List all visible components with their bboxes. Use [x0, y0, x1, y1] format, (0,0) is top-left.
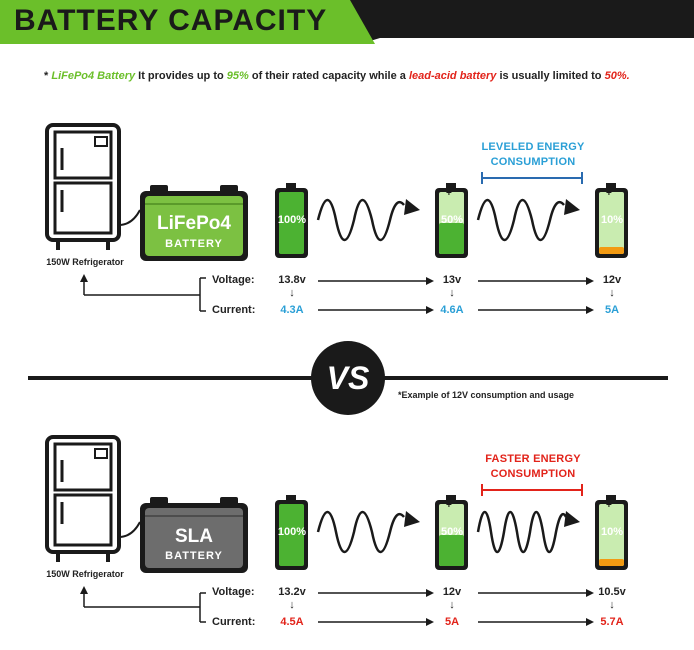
top-voltage-label: Voltage: — [212, 274, 255, 286]
bottom-current-1: 4.5A — [280, 616, 304, 628]
top-current-1: 4.3A — [280, 304, 304, 316]
vs-note: *Example of 12V consumption and usage — [398, 390, 575, 400]
bottom-wave-arrow-1 — [316, 510, 405, 554]
bottom-cell-50-plus: + — [446, 500, 452, 511]
bottom-battery-sub: BATTERY — [165, 550, 223, 562]
top-voltage-2: 13v — [442, 274, 462, 286]
top-down-arrow-3: ↓ — [609, 287, 615, 299]
top-current-2: 4.6A — [440, 304, 464, 316]
bottom-down-arrow-2: ↓ — [449, 599, 455, 611]
bottom-cell-10-label: 10% — [600, 526, 624, 538]
top-feedback-bracket — [83, 277, 206, 312]
bottom-feedback-bracket — [83, 590, 206, 623]
top-current-3: 5A — [604, 304, 620, 316]
intro-text-3: is usually limited to — [496, 70, 605, 82]
title-banner — [0, 0, 694, 44]
bottom-wave-arrow-2 — [476, 510, 568, 554]
intro-lead-acid: lead-acid battery — [408, 70, 497, 82]
top-energy-label-2: CONSUMPTION — [490, 156, 576, 168]
bottom-voltage-3: 10.5v — [598, 586, 626, 598]
top-cell-50-plus: + — [446, 188, 452, 199]
bottom-down-arrow-3: ↓ — [609, 599, 615, 611]
bottom-cell-100-label: 100% — [277, 526, 307, 538]
bottom-current-2: 5A — [444, 616, 460, 628]
intro-text: * LiFePo4 Battery It provides up to 95% … — [44, 70, 684, 82]
bottom-voltage-2: 12v — [442, 586, 462, 598]
top-down-arrow-2: ↓ — [449, 287, 455, 299]
bottom-current-3: 5.7A — [600, 616, 624, 628]
bottom-energy-label-1: FASTER ENERGY — [485, 453, 581, 465]
bottom-current-label: Current: — [212, 616, 256, 628]
refrigerator-icon — [45, 123, 121, 250]
top-wave-arrow-2 — [476, 198, 565, 242]
top-cell-50-label: 50% — [440, 214, 464, 226]
intro-pct50: 50%. — [604, 70, 630, 82]
bottom-fridge-caption: 150W Refrigerator — [46, 569, 124, 579]
top-voltage-3: 12v — [602, 274, 622, 286]
vs-label: VS — [326, 360, 370, 396]
top-cell-10-plus: + — [606, 188, 612, 199]
bottom-cell-10-plus: + — [606, 500, 612, 511]
top-cell-100-label: 100% — [277, 214, 307, 226]
top-cell-10-label: 10% — [600, 214, 624, 226]
intro-lifepo4: LiFePo4 Battery — [51, 70, 136, 82]
intro-text-2: of their rated capacity while a — [248, 70, 409, 82]
top-battery-sub: BATTERY — [165, 238, 223, 250]
intro-text-1: It provides up to — [135, 70, 227, 82]
bottom-voltage-label: Voltage: — [212, 586, 255, 598]
refrigerator-icon-bottom — [45, 435, 121, 562]
intro-pct95: 95% — [226, 70, 249, 82]
bottom-battery-title: SLA — [175, 526, 213, 547]
top-energy-bracket — [481, 172, 583, 184]
bottom-energy-bracket — [481, 484, 583, 496]
bottom-voltage-1: 13.2v — [278, 586, 306, 598]
bottom-cell-50-label: 50% — [440, 526, 464, 538]
top-voltage-1: 13.8v — [278, 274, 306, 286]
top-fridge-caption: 150W Refrigerator — [46, 257, 124, 267]
top-battery-title: LiFePo4 — [157, 213, 231, 234]
intro-bullet: * — [44, 70, 49, 82]
top-down-arrow-1: ↓ — [289, 287, 295, 299]
top-energy-label-1: LEVELED ENERGY — [481, 141, 585, 153]
top-wave-arrow-1 — [316, 198, 405, 242]
top-current-label: Current: — [212, 304, 256, 316]
bottom-down-arrow-1: ↓ — [289, 599, 295, 611]
page-title: BATTERY CAPACITY — [14, 4, 328, 37]
bottom-energy-label-2: CONSUMPTION — [490, 468, 576, 480]
